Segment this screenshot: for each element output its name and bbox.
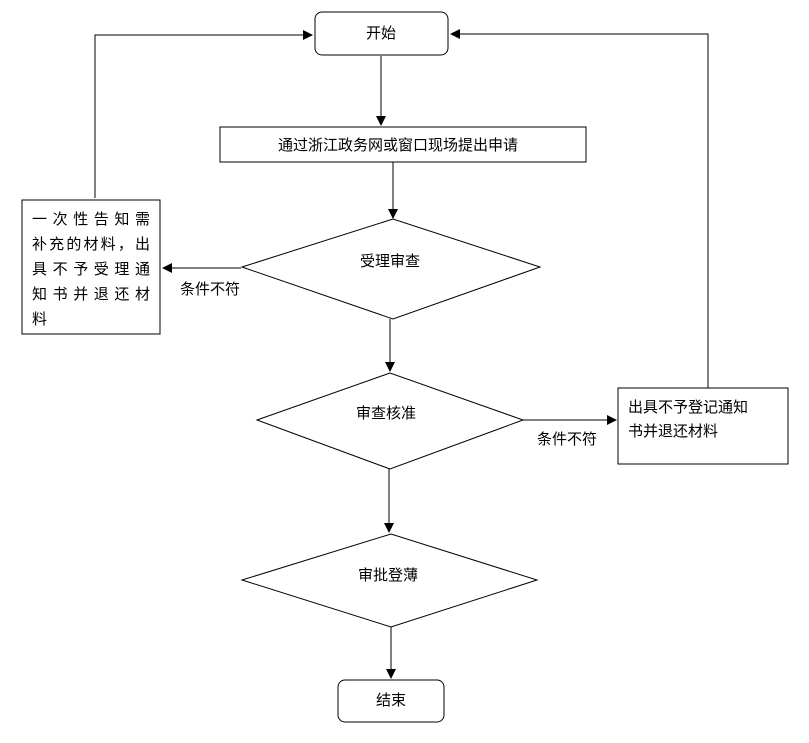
apply-label: 通过浙江政务网或窗口现场提出申请 [278,136,518,154]
end-label: 结束 [376,691,406,709]
apply-process-node: 通过浙江政务网或窗口现场提出申请 [219,126,587,163]
approve-decision: 审批登薄 [240,533,539,628]
accept-review-decision: 受理审查 [240,218,542,320]
refuse-line-2: 书并退还材料 [628,422,718,440]
notify-materials-node: 一次性告知需 补充的材料，出 具不予受理通 知书并退还材 料 [21,199,161,335]
connectors [94,29,709,679]
notify-line-2: 补充的材料，出 [32,235,150,253]
refuse-line-1: 出具不予登记通知 [628,398,748,416]
edge-refuse-back-to-start [450,29,709,388]
verify-label: 审查核准 [356,404,416,422]
notify-line-5: 料 [32,310,47,328]
refuse-registration-node: 出具不予登记通知 书并退还材料 [617,387,789,465]
approve-label: 审批登薄 [358,566,418,584]
verify-decision: 审查核准 [255,372,525,470]
start-node: 开始 [314,11,449,56]
start-label: 开始 [366,24,396,42]
edge-label-not-met-1: 条件不符 [180,280,240,298]
end-node: 结束 [337,679,445,723]
accept-review-label: 受理审查 [360,252,420,270]
edge-label-not-met-2: 条件不符 [537,430,597,448]
edge-notify-back-to-start [94,30,313,198]
